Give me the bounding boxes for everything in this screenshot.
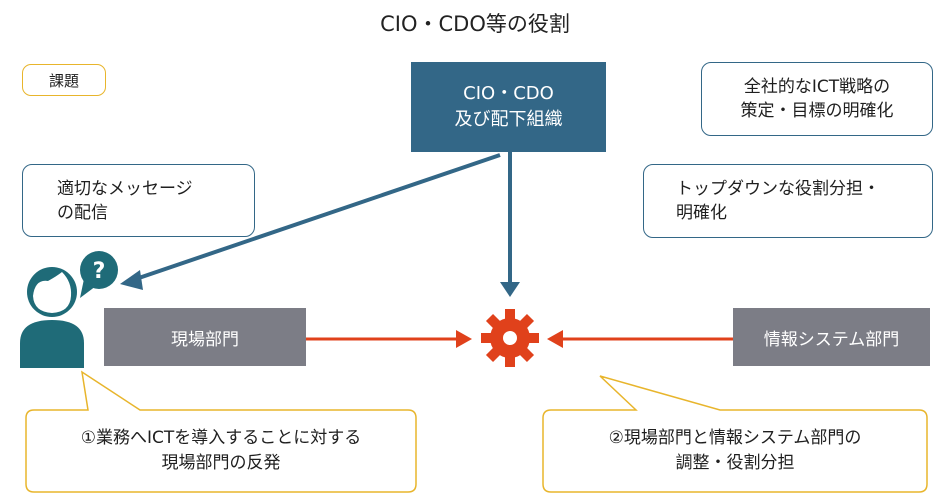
issue-1-line2: 現場部門の反発 <box>161 453 281 473</box>
issue-bubble-2-shape <box>542 375 928 493</box>
note-message: 適切なメッセージ の配信 <box>22 164 255 237</box>
cio-box-line1: CIO・CDO <box>463 83 554 104</box>
question-bubble-icon: ? <box>80 251 118 298</box>
arrow-cio-to-person-head <box>120 270 143 290</box>
issue-2-line2: 調整・役割分担 <box>675 453 795 473</box>
note-strategy: 全社的なICT戦略の 策定・目標の明確化 <box>701 62 933 136</box>
note-message-line1: 適切なメッセージ <box>57 178 193 199</box>
dept-it: 情報システム部門 <box>733 308 930 366</box>
issue-bubble-1-shape <box>25 370 417 493</box>
gear-icon <box>481 309 539 367</box>
note-topdown: トップダウンな役割分担・ 明確化 <box>643 164 933 238</box>
dept-field: 現場部門 <box>104 308 306 366</box>
cio-cdo-box: CIO・CDO 及び配下組織 <box>411 62 606 152</box>
arrow-cio-to-gear-head <box>500 282 520 297</box>
cio-box-line2: 及び配下組織 <box>454 109 563 130</box>
note-message-line2: の配信 <box>57 202 108 223</box>
issue-1-line1: ①業務へICTを導入することに対する <box>80 428 362 448</box>
issue-2: ②現場部門と情報システム部門の 調整・役割分担 <box>543 410 927 492</box>
page-title: CIO・CDO等の役割 <box>380 12 570 36</box>
arrow-cio-to-person <box>129 153 501 283</box>
note-topdown-line1: トップダウンな役割分担・ <box>676 179 880 199</box>
arrow-field-to-gear-head <box>456 330 472 348</box>
arrow-it-to-gear-head <box>547 330 563 348</box>
question-mark: ? <box>93 259 106 284</box>
issue-1: ①業務へICTを導入することに対する 現場部門の反発 <box>26 410 416 492</box>
note-strategy-line1: 全社的なICT戦略の <box>743 77 891 97</box>
note-topdown-line2: 明確化 <box>676 203 727 223</box>
issue-2-line1: ②現場部門と情報システム部門の <box>608 428 862 448</box>
note-strategy-line2: 策定・目標の明確化 <box>740 101 894 121</box>
person-icon <box>20 267 84 368</box>
issue-tag: 課題 <box>22 64 106 96</box>
